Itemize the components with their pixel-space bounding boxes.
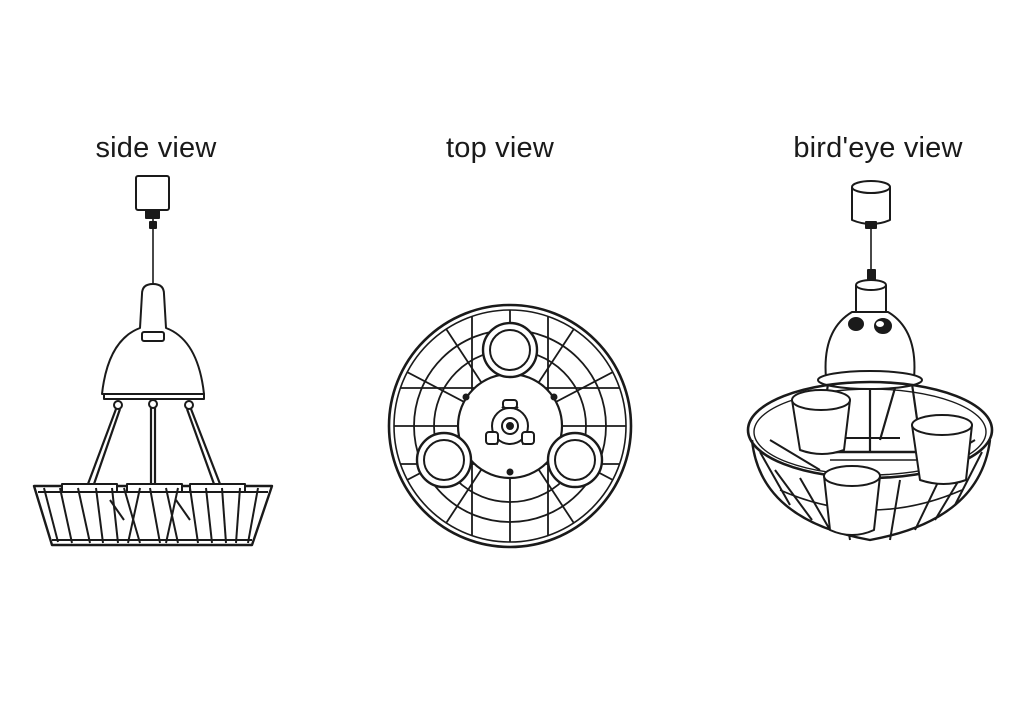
side-cord-clip <box>150 222 156 228</box>
side-wire-basket <box>34 484 272 545</box>
top-hub-detail <box>486 400 534 444</box>
top-hook-bottom <box>508 470 513 475</box>
bird-cord-grip <box>868 270 875 280</box>
top-cup-right <box>548 433 602 487</box>
side-canopy-connector <box>146 210 159 218</box>
side-hook-left <box>114 401 122 409</box>
bird-cup-left <box>792 390 850 454</box>
side-ceiling-canopy <box>136 176 169 210</box>
bird-wire-basket <box>748 382 992 540</box>
side-hanging-wires <box>88 408 220 486</box>
bird-cup-right <box>912 415 972 484</box>
top-view-lamp <box>380 300 640 550</box>
bird-socket <box>856 280 886 312</box>
bird-ring-plate <box>818 371 922 389</box>
top-outer-ring <box>389 305 631 547</box>
top-hook-left <box>464 395 469 400</box>
side-ring-plate <box>104 394 204 399</box>
top-hook-right <box>552 395 557 400</box>
birds-eye-view-label: bird'eye view <box>793 132 963 164</box>
top-view-label: top view <box>446 132 554 164</box>
side-hook-right <box>185 401 193 409</box>
bird-cup-front <box>824 466 880 535</box>
top-cup-left <box>417 433 471 487</box>
bird-ceiling-canopy <box>852 181 890 228</box>
side-view-lamp <box>34 176 272 545</box>
birds-eye-view-lamp <box>748 181 992 540</box>
side-hook-center <box>149 400 157 408</box>
side-view-label: side view <box>95 132 217 164</box>
side-shade-window <box>142 332 164 341</box>
top-cup-top <box>483 323 537 377</box>
